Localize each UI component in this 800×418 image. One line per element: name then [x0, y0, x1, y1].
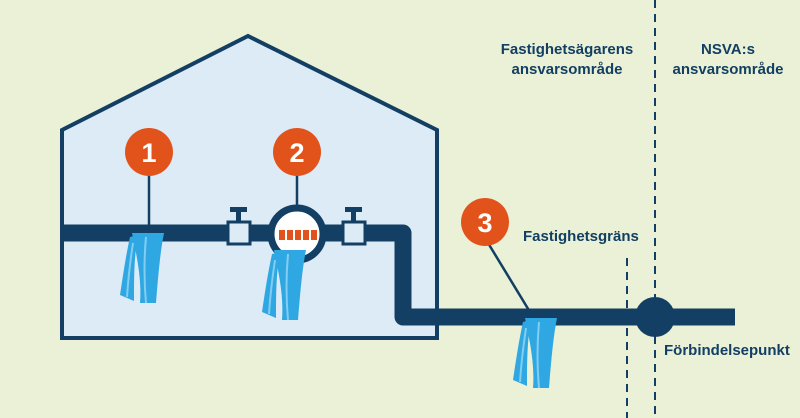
- property-boundary-label: Fastighetsgräns: [523, 228, 639, 245]
- shutoff-valve-left: [226, 207, 252, 246]
- marker-2-number: 2: [289, 138, 304, 168]
- shutoff-valve-right: [341, 207, 367, 246]
- water-stream-icon: [262, 250, 306, 321]
- marker-3: 3: [461, 198, 509, 246]
- marker-3-leader: [483, 237, 532, 313]
- nsva-area-line-1: NSVA:s: [701, 41, 755, 58]
- owner-area-label: Fastighetsägarens ansvarsområde: [492, 40, 642, 80]
- nsva-area-line-2: ansvarsområde: [672, 61, 784, 78]
- water-stream-icon: [120, 233, 164, 304]
- marker-1-number: 1: [141, 138, 156, 168]
- connection-point-icon: [635, 297, 675, 337]
- connection-point-label: Förbindelsepunkt: [664, 342, 790, 359]
- water-meter: [267, 204, 327, 264]
- marker-2: 2: [273, 128, 321, 176]
- owner-area-line-1: Fastighetsägarens: [500, 41, 634, 58]
- marker-1: 1: [125, 128, 173, 176]
- owner-area-line-2: ansvarsområde: [511, 61, 623, 78]
- water-stream-icon: [513, 318, 557, 389]
- house-outline: [60, 33, 439, 340]
- nsva-area-label: NSVA:s ansvarsområde: [662, 40, 794, 80]
- marker-3-number: 3: [477, 208, 492, 238]
